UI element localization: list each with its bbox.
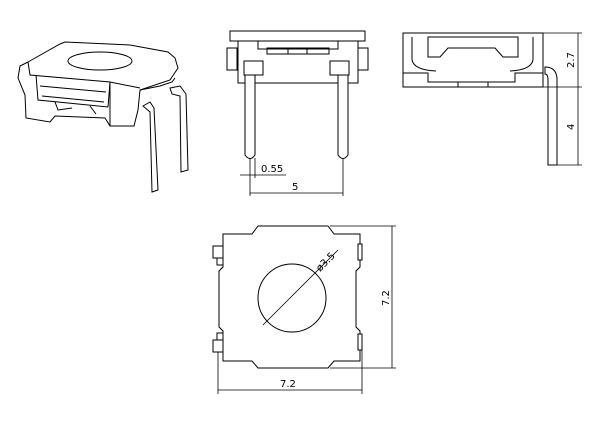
pin-pitch-label: 5 [292,182,298,193]
side-view: 2.7 4 [402,32,582,166]
pin-width-label: 0.55 [261,164,283,175]
pin-length-label: 4 [566,124,577,130]
top-width-label: 7.2 [280,379,296,390]
front-view: 0.55 5 [226,30,369,196]
isometric-view [17,41,189,193]
top-view: ø3.5 7.2 7.2 [212,225,396,394]
top-height-label: 7.2 [381,290,392,306]
body-height-label: 2.7 [566,52,577,68]
